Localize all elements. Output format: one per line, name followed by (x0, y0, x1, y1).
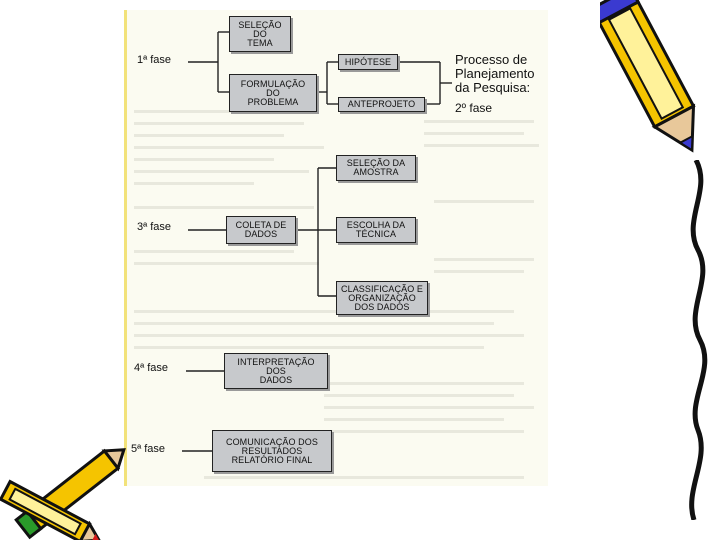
box-selecao-da-amostra: SELEÇÃO DA AMOSTRA (336, 155, 416, 181)
phase-label-5: 5ª fase (131, 443, 166, 455)
box-escolha-da-tecnica: ESCOLHA DA TÉCNICA (336, 217, 416, 243)
process-label: Processo de Planejamento da Pesquisa: (455, 52, 535, 95)
phase-label-2: 2º fase (455, 101, 493, 115)
box-hipotese: HIPÓTESE (338, 54, 398, 70)
diagram-scan (124, 10, 548, 486)
box-classificacao-e-organizacao: CLASSIFICAÇÃO E ORGANIZAÇÃO DOS DADOS (336, 281, 428, 315)
box-anteprojeto: ANTEPROJETO (338, 97, 425, 112)
box-coleta-de-dados: COLETA DE DADOS (226, 216, 296, 244)
box-comunicacao-dos-resultados: COMUNICAÇÃO DOS RESULTADOS RELATÓRIO FIN… (212, 430, 332, 472)
phase-label-3: 3ª fase (137, 221, 172, 233)
phase-label-1: 1ª fase (137, 54, 172, 66)
decorative-wavy-line (689, 160, 708, 520)
box-interpretacao-dos-dados: INTERPRETAÇÃO DOS DADOS (224, 353, 328, 389)
pencils-icon (0, 448, 126, 540)
paper-edge (124, 10, 127, 486)
box-selecao-do-tema: SELEÇÃO DO TEMA (229, 16, 291, 52)
pencil-icon (600, 0, 696, 153)
box-formulacao-do-problema: FORMULAÇÃO DO PROBLEMA (229, 74, 317, 112)
phase-label-4: 4ª fase (134, 362, 169, 374)
